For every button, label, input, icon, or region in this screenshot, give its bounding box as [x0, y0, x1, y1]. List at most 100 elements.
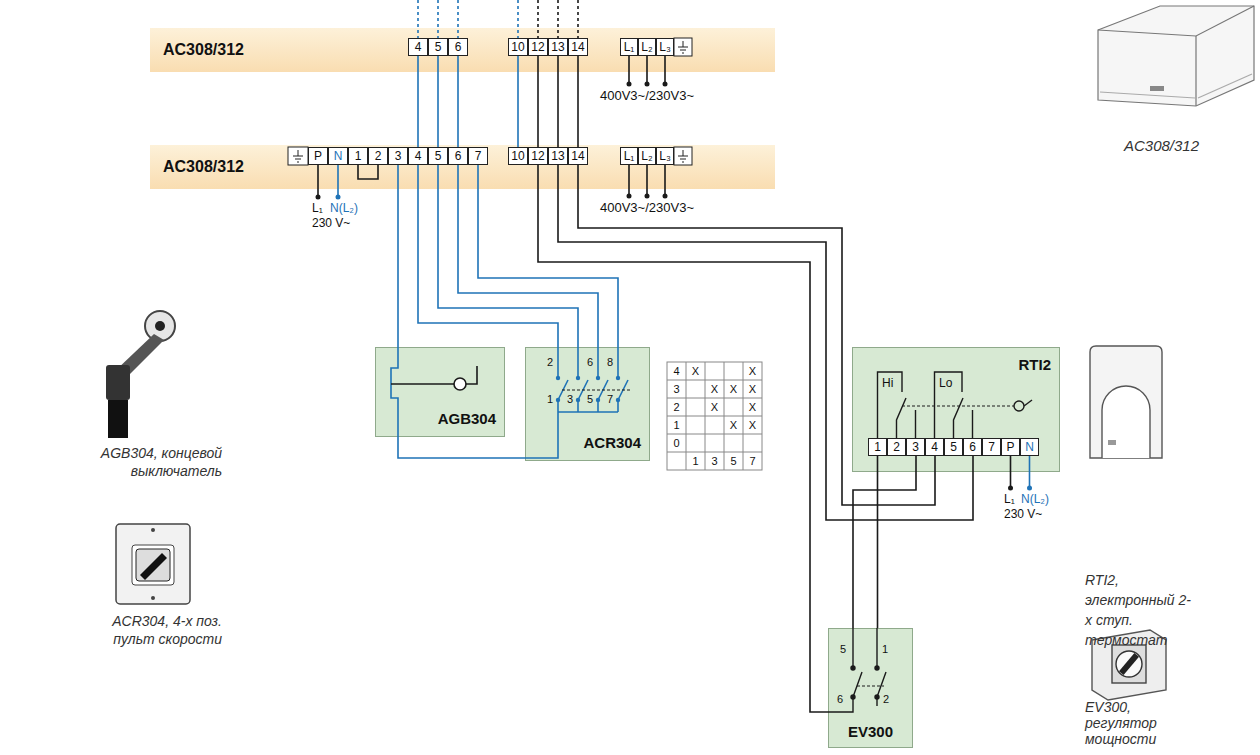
label-anchor: 2 — [667, 401, 686, 414]
thermostat-illustration — [1108, 440, 1116, 445]
terminal-label: L₁ — [1004, 492, 1015, 506]
terminal: 7 — [468, 147, 488, 165]
wire — [458, 165, 598, 347]
terminal: L₁ — [620, 147, 638, 165]
label-anchor: 7 — [743, 455, 762, 468]
device-caption: RTI2, электронный 2-х ступ. термостат — [1085, 570, 1195, 650]
mechanical-link — [562, 390, 632, 391]
node-label: 14 — [571, 149, 584, 163]
terminal: P — [308, 147, 328, 165]
contact-dot — [576, 376, 580, 380]
table-cell: X — [724, 419, 743, 432]
thermostat-relay — [878, 372, 1033, 438]
node-label: 6 — [455, 149, 462, 163]
regulator-contact — [875, 666, 879, 670]
label-anchor: 230 V~ — [312, 216, 350, 230]
terminal-dot — [663, 194, 668, 199]
device-caption: EV300, регулятор мощности — [1085, 699, 1180, 747]
label-anchor: 400V3~/230V3~ — [600, 200, 694, 216]
regulator-illustration — [1116, 651, 1142, 677]
node-label: L₂ — [641, 149, 652, 163]
terminal: 10 — [508, 38, 528, 56]
terminal-label: 2 — [547, 356, 553, 369]
terminal: N — [328, 147, 348, 165]
limit-switch-illustration — [145, 311, 175, 341]
device-box: AGB304 — [375, 347, 505, 437]
table-cell: 3 — [705, 455, 724, 468]
ground-terminal — [674, 38, 692, 56]
device-caption: ACR304, 4-х поз. пульт скорости — [95, 612, 222, 648]
table-cell: 3 — [667, 383, 686, 396]
node-label: L₃ — [659, 40, 671, 54]
label-anchor: X — [743, 419, 762, 432]
node-label: 3 — [395, 149, 402, 163]
terminal-label: 5 — [840, 643, 846, 656]
wire — [877, 456, 879, 628]
node-label: ACR304 — [583, 434, 641, 452]
node-label: L₁ — [624, 40, 635, 54]
terminal-dot — [316, 82, 1014, 491]
node-label: N — [334, 149, 343, 163]
label-anchor: 1 — [547, 393, 553, 406]
terminal-dot — [663, 82, 668, 87]
node-label: 1 — [355, 149, 362, 163]
wire — [397, 165, 399, 347]
limit-switch-illustration — [106, 311, 175, 438]
device-caption: AC308/312 — [1124, 137, 1199, 155]
node-label: 6 — [455, 40, 462, 54]
label-anchor: RTI2, электронный 2-х ступ. термостат — [1085, 570, 1195, 650]
thermostat-relay — [897, 398, 907, 438]
node-label: L₁ — [624, 149, 635, 163]
terminal: 1 — [348, 147, 368, 165]
dotted-wire — [418, 0, 578, 38]
wire — [578, 165, 935, 505]
contact-dot — [556, 376, 560, 380]
label-anchor: Hi — [882, 376, 893, 390]
label-anchor: AC308/312 — [1124, 137, 1199, 155]
air-curtain-illustration — [1150, 86, 1164, 91]
neutral-dot — [1027, 486, 1032, 491]
terminal: 12 — [528, 38, 548, 56]
table-cell: 2 — [667, 401, 686, 414]
wire — [438, 165, 578, 347]
table-cell: X — [686, 365, 705, 378]
table-cell: X — [743, 383, 762, 396]
terminal-dot — [316, 195, 321, 200]
node-label: 12 — [531, 149, 544, 163]
contact-dot — [596, 398, 600, 402]
label-anchor: 6 — [587, 356, 593, 369]
label-anchor: 230 V~ — [1004, 507, 1042, 521]
node-label: 2 — [375, 149, 382, 163]
node-label: 5 — [950, 440, 957, 454]
table-cell: 1 — [667, 419, 686, 432]
terminal: L₁ — [620, 38, 638, 56]
label-anchor: X — [743, 401, 762, 414]
label-anchor: N(L₂) — [330, 201, 358, 215]
node-label: 2 — [893, 440, 900, 454]
terminal-dot — [645, 194, 650, 199]
dotted-wire — [418, 0, 518, 38]
neutral-dot — [336, 195, 1033, 491]
switch-table — [667, 362, 762, 470]
node-label: 5 — [435, 149, 442, 163]
label-anchor: 2 — [883, 693, 889, 706]
terminal-label: Lo — [939, 376, 952, 390]
regulator-contact — [875, 695, 879, 699]
table-cell: 7 — [743, 455, 762, 468]
terminal-label: 230 V~ — [1004, 507, 1042, 521]
terminal: 7 — [982, 438, 1001, 456]
node-label: P — [314, 149, 322, 163]
terminal: 14 — [568, 147, 588, 165]
terminal-dot — [627, 82, 632, 87]
regulator-illustration — [1112, 645, 1146, 683]
terminal: 4 — [408, 147, 428, 165]
terminal: 12 — [528, 147, 548, 165]
limit-switch-contact — [466, 366, 477, 384]
label-anchor: L₁ — [1004, 492, 1015, 506]
label-anchor: X — [686, 365, 705, 378]
label-anchor: 8 — [607, 356, 613, 369]
speed-switch-illustration — [116, 524, 190, 604]
table-cell: 5 — [724, 455, 743, 468]
label-anchor: N(L₂) — [1021, 492, 1049, 506]
label-anchor: 5 — [840, 643, 846, 656]
